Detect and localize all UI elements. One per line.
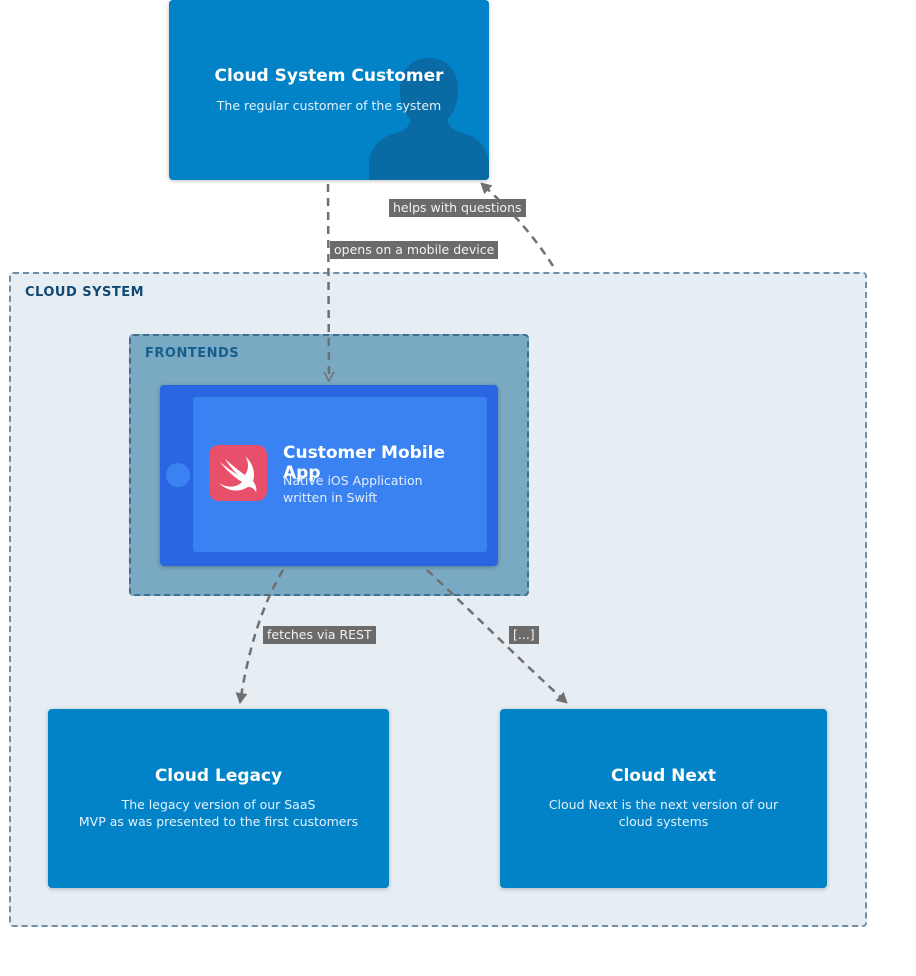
system-cloud-legacy[interactable]: Cloud Legacy The legacy version of our S… <box>48 709 389 888</box>
person-description: The regular customer of the system <box>216 98 442 113</box>
next-title: Cloud Next <box>610 766 717 786</box>
person-cloud-system-customer[interactable]: Cloud System Customer The regular custom… <box>169 0 489 180</box>
edge-label-helps: helps with questions <box>389 199 526 217</box>
frontends-label: FRONTENDS <box>145 346 240 361</box>
mobile-app-description-line1: Native iOS Application <box>283 473 423 488</box>
system-cloud-next[interactable]: Cloud Next Cloud Next is the next versio… <box>500 709 827 888</box>
next-description-line2: cloud systems <box>618 814 709 829</box>
legacy-description-line2: MVP as was presented to the first custom… <box>78 814 359 829</box>
edge-label-other: [...] <box>509 626 539 644</box>
mobile-app-description-line2: written in Swift <box>283 490 378 505</box>
mobile-app-title: Customer Mobile App <box>283 443 445 483</box>
next-description-line1: Cloud Next is the next version of our <box>548 797 779 812</box>
person-title: Cloud System Customer <box>214 66 444 86</box>
legacy-title: Cloud Legacy <box>154 766 283 786</box>
mobile-app-screen: Customer Mobile App Native iOS Applicati… <box>193 397 487 552</box>
edge-label-opens: opens on a mobile device <box>330 241 499 259</box>
cloud-system-label: CLOUD SYSTEM <box>25 285 145 300</box>
legacy-description-line1: The legacy version of our SaaS <box>121 797 316 812</box>
edge-helps-with-questions <box>480 182 555 267</box>
person-silhouette-icon <box>369 58 489 180</box>
edge-label-fetches: fetches via REST <box>263 626 376 644</box>
swift-icon <box>209 445 267 501</box>
home-button-icon <box>166 463 190 487</box>
edge-opens-on-mobile <box>323 183 335 383</box>
mobile-app-device[interactable]: Customer Mobile App Native iOS Applicati… <box>160 385 498 566</box>
edge-other <box>426 569 568 704</box>
